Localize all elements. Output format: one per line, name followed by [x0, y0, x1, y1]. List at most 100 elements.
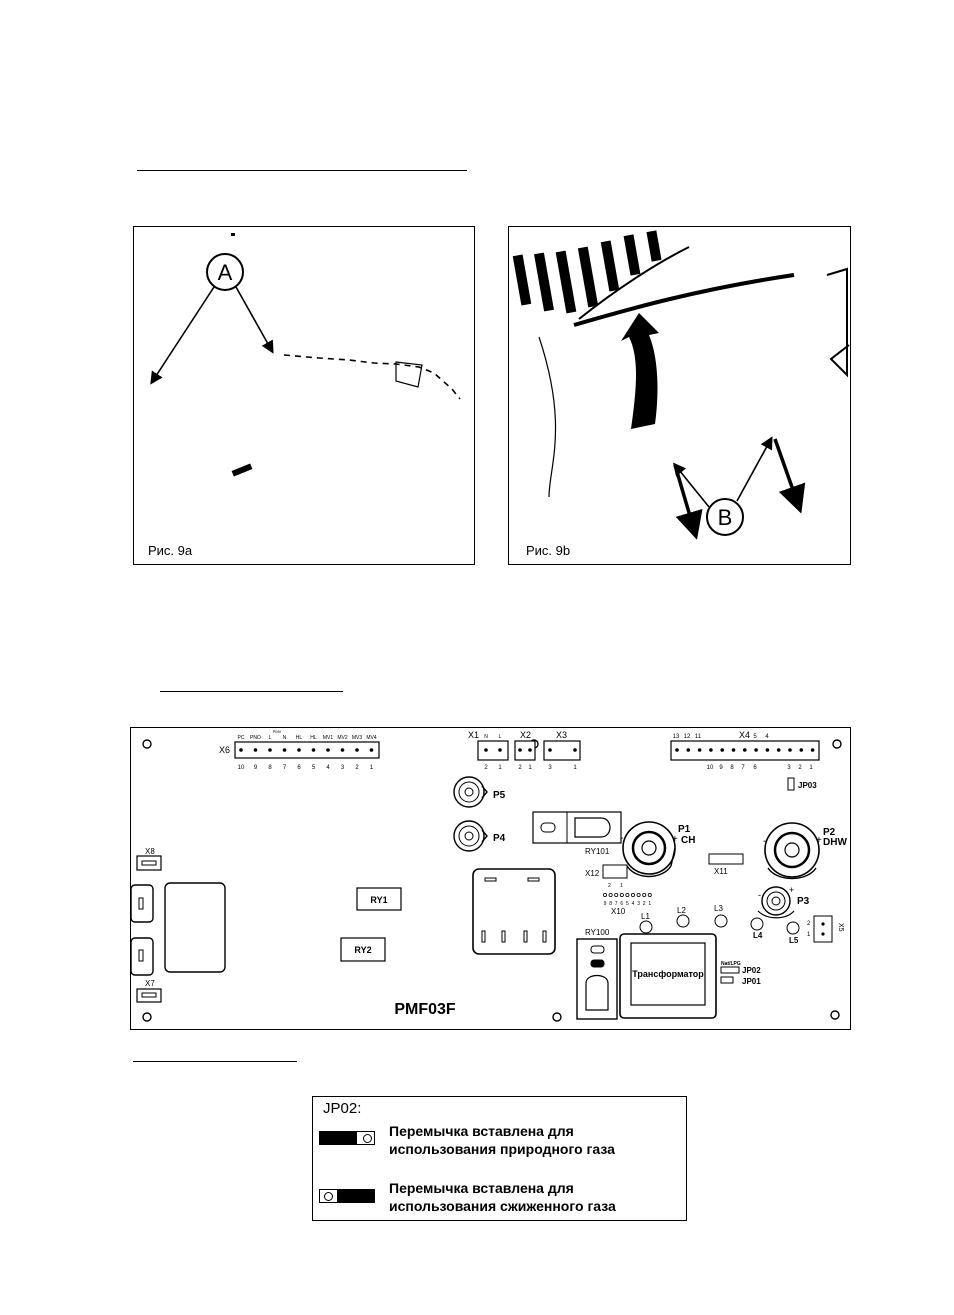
p1-potentiometer [622, 821, 676, 878]
x10-pin-number: 7 [615, 901, 618, 907]
legend-title: JP02: [323, 1100, 362, 1117]
x10-pin-number: 3 [637, 901, 640, 907]
x8-slot [141, 860, 157, 866]
x4-bottom-number: 3 [787, 765, 791, 771]
x4-pin [765, 748, 770, 752]
x8-label: X8 [145, 847, 155, 856]
photo-artifact-edge [826, 267, 850, 378]
x4-bottom-number: 9 [719, 765, 723, 771]
x6-pin-number: 4 [326, 765, 330, 771]
x4-pin [709, 748, 713, 752]
legend-lpg-line2: использования сжиженного газа [389, 1198, 616, 1214]
x6-pin [340, 748, 345, 752]
x6-sub-label: PMV [273, 729, 282, 734]
x3-label: X3 [556, 730, 567, 740]
figure-9b-drawing: B [512, 230, 850, 540]
x4-top-number: 12 [684, 734, 691, 740]
x10-pin [608, 892, 613, 897]
photo-artifact-cable-2 [578, 246, 690, 320]
x12-label: X12 [585, 869, 600, 878]
curved-arrow-icon [621, 313, 659, 429]
x6-pin-number: 8 [268, 765, 272, 771]
x3-terminal-block [543, 740, 581, 761]
x4-pin [675, 748, 679, 752]
x10-pin [614, 892, 619, 897]
x4-bottom-number: 8 [730, 765, 734, 771]
photo-artifact-mark [231, 463, 253, 477]
x6-pin-name: HL [310, 735, 317, 741]
callout-a-label: A [218, 260, 233, 285]
photo-artifact-cable [573, 273, 795, 327]
x3-pin [548, 748, 552, 752]
x6-pin [282, 748, 287, 752]
p3-trimmer [757, 886, 795, 919]
x1-pin-number: 2 [484, 765, 488, 771]
main-relay-pins [481, 877, 547, 943]
x6-pin-number: 1 [370, 765, 374, 771]
l4-label: L4 [753, 931, 763, 940]
p2-potentiometer [764, 822, 820, 880]
power-connector-lower-pin [138, 949, 144, 962]
pcb-drawing: X6 PC10PNO9L8N7HL6HL5MV14MV23MV32MV41PMV… [131, 729, 847, 1022]
x10-pin [625, 892, 630, 897]
x4-pin [776, 748, 781, 752]
photo-artifact-cable [283, 354, 461, 400]
x4-pin [720, 748, 724, 752]
mounting-hole-top-right [832, 739, 842, 749]
power-connector-upper-pin [138, 897, 144, 910]
ry100-diode [590, 945, 605, 954]
x6-pin [268, 748, 272, 752]
x6-pin-number: 6 [297, 765, 301, 771]
x10-pin-number: 6 [620, 901, 623, 907]
photo-artifact-housing [538, 336, 557, 498]
x4-pin [754, 748, 758, 752]
p5-trimmer [453, 776, 488, 808]
x2-pin [528, 748, 532, 752]
ry101-coil [574, 817, 611, 838]
jp02-label: JP02 [742, 966, 761, 975]
x4-label: X4 [739, 730, 750, 740]
jp01-label: JP01 [742, 977, 761, 986]
legend-natural-gas-line1: Перемычка вставлена для [389, 1123, 574, 1139]
callout-b-arrow-right [736, 436, 773, 502]
x10-pin [642, 892, 647, 897]
x6-label: X6 [219, 745, 230, 755]
ry101-label: RY101 [585, 847, 610, 856]
x10-pin-number: 2 [643, 901, 646, 907]
legend-natural-gas-line2: использования природного газа [389, 1141, 615, 1157]
x5-label: X5 [837, 923, 844, 932]
x1-pin-name: L [499, 734, 502, 740]
ry1-label: RY1 [370, 895, 387, 905]
p3-minus: - [758, 890, 761, 900]
p4-trimmer [453, 820, 488, 852]
x10-pin-number: 1 [648, 901, 651, 907]
main-relay [472, 868, 556, 955]
filter-component [164, 882, 226, 973]
x5-connector [813, 915, 833, 943]
callout-b-label: B [718, 505, 733, 530]
x5-pin-1: 1 [807, 932, 811, 938]
x1-pin [498, 748, 502, 752]
ry100-label: RY100 [585, 928, 610, 937]
x6-pin-number: 7 [283, 765, 287, 771]
figure-9b-caption: Рис. 9b [526, 543, 571, 558]
section-rule-1 [137, 170, 467, 171]
p3-plus: + [789, 885, 794, 895]
callout-b-circle [706, 498, 744, 536]
x4-bottom-number: 2 [798, 765, 802, 771]
x4-pin [686, 748, 691, 752]
x6-pin-name: MV4 [366, 735, 377, 741]
x6-pin-name: MV2 [337, 735, 348, 741]
x4-pin [788, 748, 792, 752]
l2-led [676, 914, 690, 928]
x11-label: X11 [714, 867, 728, 876]
x12-connector [602, 864, 628, 879]
jp03-label: JP03 [798, 781, 817, 790]
x6-pin [297, 748, 301, 752]
jumper-natural-gas-icon [319, 1131, 375, 1145]
p4-label: P4 [493, 833, 506, 844]
photo-artifact-block [395, 361, 423, 388]
x6-pin-number: 9 [254, 765, 258, 771]
x4-pin [731, 748, 736, 752]
